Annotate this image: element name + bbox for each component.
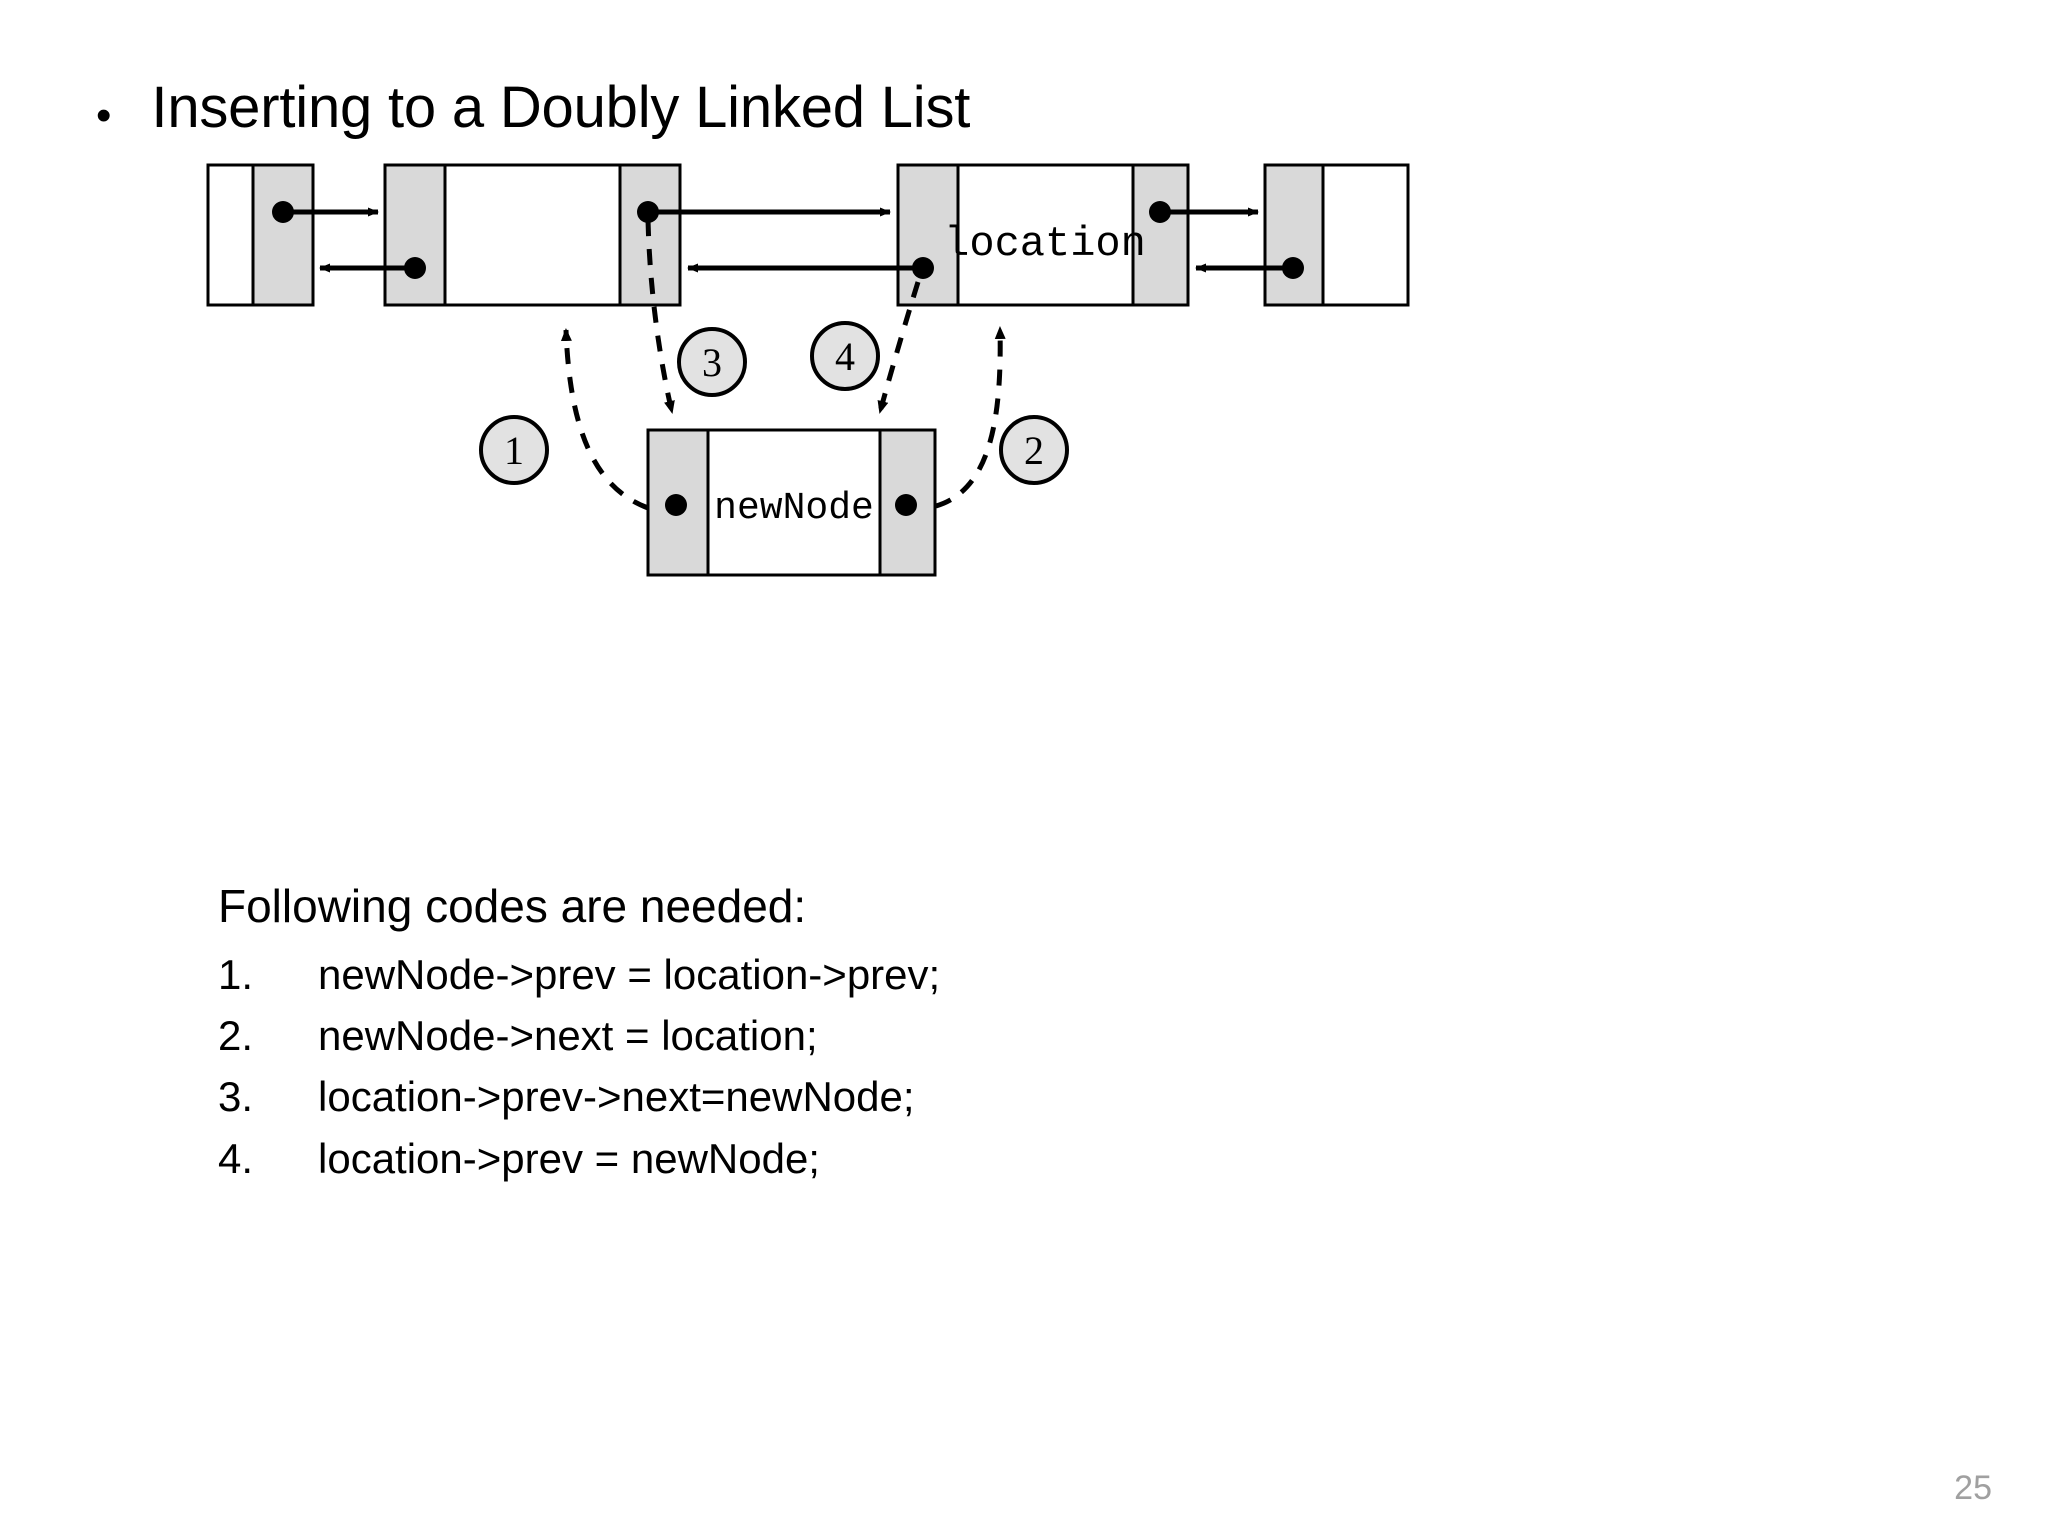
step-marker-3: 3 [677, 327, 747, 397]
code-item-text: newNode->prev = location->prev; [318, 950, 941, 998]
code-list-item: 1. newNode->prev = location->prev; [218, 949, 1618, 1000]
pointer-dot [404, 257, 426, 279]
pointer-dot [272, 201, 294, 223]
dashed-link-1 [560, 328, 649, 511]
bullet-icon: • [96, 91, 112, 140]
list-node-a [206, 163, 315, 307]
list-node-location: location [896, 163, 1190, 307]
step-marker-4: 4 [810, 321, 880, 391]
code-list-item: 2. newNode->next = location; [218, 1010, 1618, 1061]
code-item-text: location->prev = newNode; [318, 1134, 820, 1182]
code-list-item: 4. location->prev = newNode; [218, 1133, 1618, 1184]
location-node-label: location [944, 220, 1146, 268]
slide-title-row: • Inserting to a Doubly Linked List [96, 75, 1796, 140]
pointer-dot [895, 494, 917, 516]
new-node-label: newNode [714, 487, 874, 530]
code-item-number: 2. [218, 1012, 254, 1060]
dashed-link-4 [877, 281, 921, 414]
step-marker-2-label: 2 [1024, 428, 1044, 473]
pointer-dot [637, 201, 659, 223]
list-node-d [1263, 163, 1410, 307]
code-item-number: 1. [218, 950, 254, 998]
step-marker-1-label: 1 [504, 428, 524, 473]
list-node-b [383, 163, 682, 307]
dashed-link-3 [645, 219, 675, 414]
pointer-dot [1282, 257, 1304, 279]
step-marker-2: 2 [999, 415, 1069, 485]
step-marker-3-label: 3 [702, 340, 722, 385]
page-number: 25 [1954, 1469, 1992, 1507]
pointer-dot [665, 494, 687, 516]
dashed-link-2 [935, 326, 1006, 509]
codes-block: Following codes are needed: 1. newNode->… [218, 880, 1618, 1194]
code-item-text: location->prev->next=newNode; [318, 1073, 915, 1121]
code-item-text: newNode->next = location; [318, 1012, 818, 1060]
codes-heading: Following codes are needed: [218, 880, 807, 932]
code-item-number: 4. [218, 1134, 254, 1182]
code-list-item: 3. location->prev->next=newNode; [218, 1071, 1618, 1122]
pointer-dot [912, 257, 934, 279]
page-title: Inserting to a Doubly Linked List [151, 75, 971, 140]
step-marker-1: 1 [479, 415, 549, 485]
pointer-dot [1149, 201, 1171, 223]
new-node-box: newNode [646, 428, 937, 577]
doubly-linked-list-diagram: location newNode [0, 140, 2048, 660]
step-marker-4-label: 4 [835, 334, 855, 379]
code-item-number: 3. [218, 1073, 254, 1121]
